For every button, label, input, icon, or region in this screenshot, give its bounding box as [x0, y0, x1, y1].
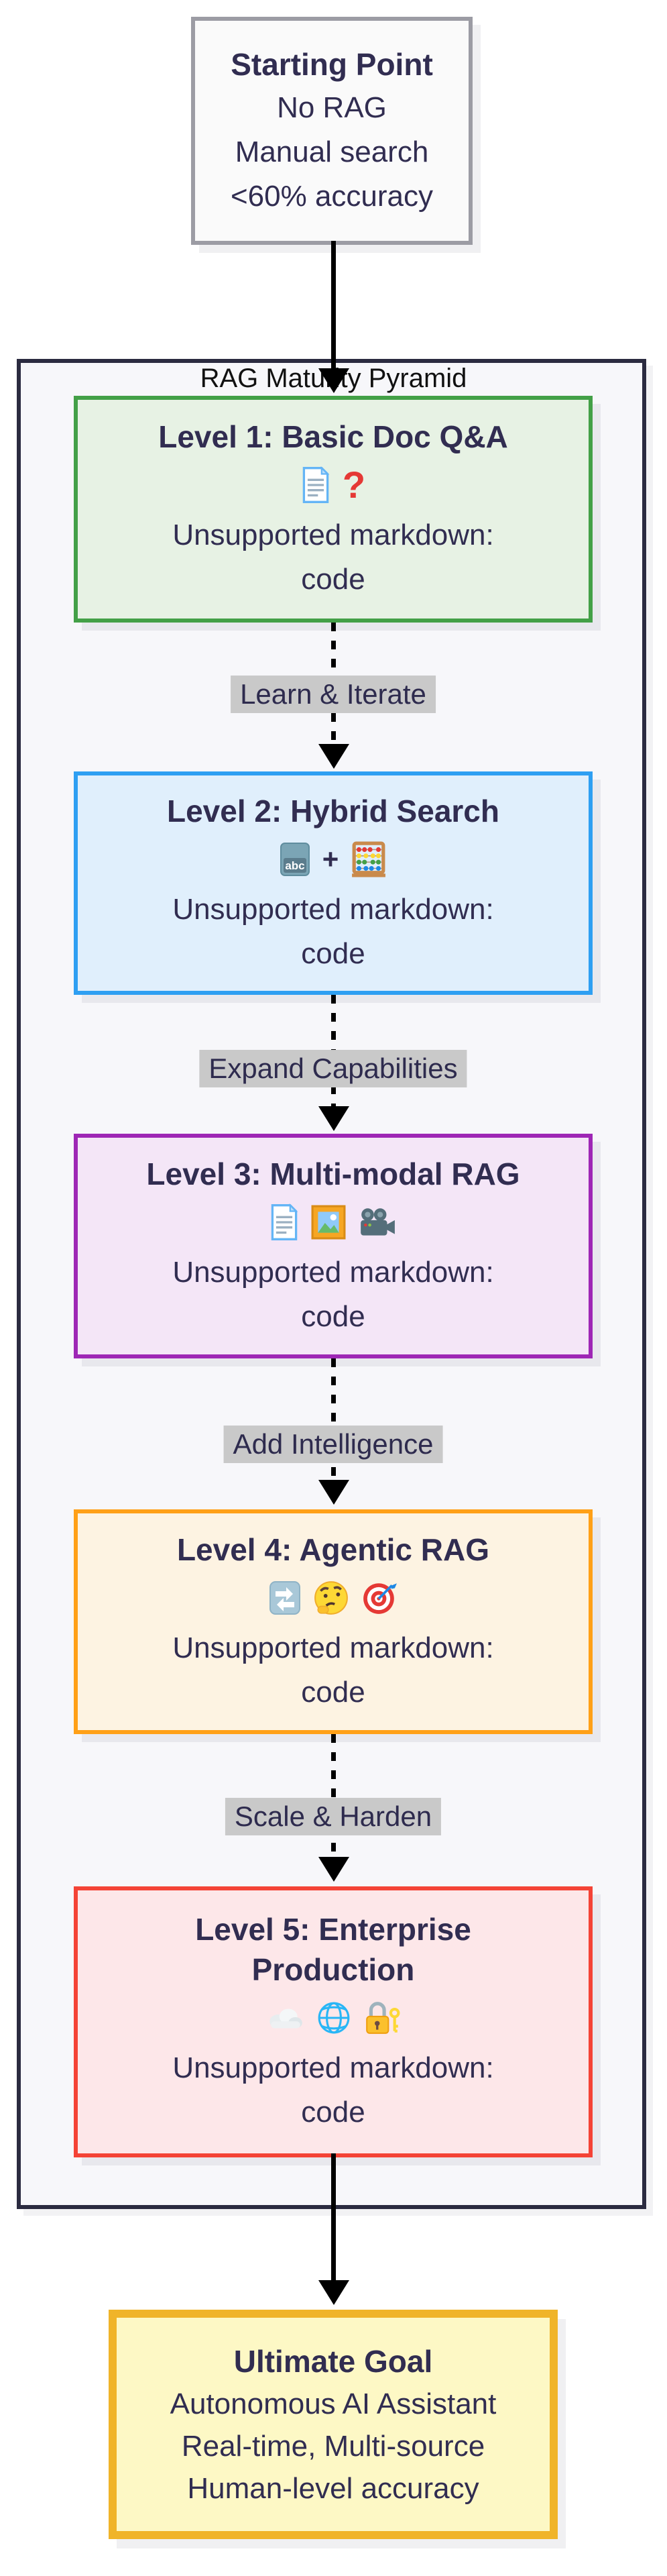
page-facing-up-icon — [301, 466, 330, 504]
level-4-node: Level 4: Agentic RAG Unsupported markdow… — [74, 1509, 593, 1734]
plus-sign: + — [322, 843, 339, 875]
starting-point-line: Manual search — [235, 136, 429, 168]
ultimate-goal-node: Ultimate Goal Autonomous AI Assistant Re… — [109, 2310, 558, 2539]
arrow-head-icon — [318, 368, 349, 393]
level-2-body-line: code — [301, 936, 365, 970]
globe-with-meridians-icon — [316, 2000, 351, 2035]
framed-picture-icon — [311, 1205, 346, 1240]
ultimate-goal-line: Real-time, Multi-source — [181, 2429, 485, 2463]
edge-label-scale-harden: Scale & Harden — [225, 1798, 442, 1835]
locked-with-key-icon — [363, 2000, 401, 2036]
level-1-node: Level 1: Basic Doc Q&A ? Unsupported mar… — [74, 396, 593, 623]
arrow-head-icon — [318, 1857, 349, 1882]
level-1-body-line: code — [301, 563, 365, 596]
arrow-head-icon — [318, 2280, 349, 2305]
edge-label-expand-capabilities: Expand Capabilities — [199, 1050, 467, 1087]
direct-hit-target-icon — [361, 1580, 398, 1616]
level-5-title: Level 5: Enterprise Production — [195, 1912, 471, 1987]
starting-point-title: Starting Point — [231, 47, 433, 82]
abc-input-icon: abc — [280, 842, 310, 877]
flow-arrow-line — [331, 2153, 336, 2282]
starting-point-line: No RAG — [277, 91, 387, 124]
arrow-head-icon — [318, 1106, 349, 1131]
level-2-body-line: Unsupported markdown: — [172, 892, 494, 926]
level-3-icon-row — [269, 1198, 397, 1246]
level-5-body-line: code — [301, 2096, 365, 2129]
arrow-head-icon — [318, 744, 349, 769]
level-1-title: Level 1: Basic Doc Q&A — [158, 419, 508, 454]
level-4-body-line: Unsupported markdown: — [172, 1631, 494, 1664]
level-2-icon-row: abc + — [280, 835, 387, 883]
movie-camera-icon — [358, 1207, 397, 1238]
flow-arrow-line — [331, 241, 336, 371]
ultimate-goal-line: Human-level accuracy — [187, 2471, 479, 2505]
level-4-icon-row — [269, 1574, 398, 1622]
page-facing-up-icon — [269, 1203, 299, 1241]
level-4-title: Level 4: Agentic RAG — [176, 1532, 490, 1567]
abacus-icon — [351, 841, 387, 877]
starting-point-node: Starting Point No RAG Manual search <60%… — [191, 17, 473, 245]
ultimate-goal-line: Autonomous AI Assistant — [170, 2387, 497, 2420]
dotted-connector — [331, 1358, 336, 1483]
ultimate-goal-title: Ultimate Goal — [233, 2343, 433, 2379]
level-3-body-line: Unsupported markdown: — [172, 1255, 494, 1289]
level-3-node: Level 3: Multi-modal RAG Unsupported mar… — [74, 1134, 593, 1358]
svg-text:abc: abc — [285, 859, 304, 872]
level-5-icon-row — [265, 1994, 401, 2042]
level-1-body-line: Unsupported markdown: — [172, 519, 494, 551]
level-5-body-line: Unsupported markdown: — [172, 2051, 494, 2084]
counterclockwise-arrows-icon — [269, 1580, 301, 1615]
starting-point-line: <60% accuracy — [230, 180, 434, 213]
level-4-body-line: code — [301, 1675, 365, 1709]
cloud-icon — [265, 2004, 304, 2031]
thinking-face-icon — [313, 1580, 349, 1616]
level-5-node: Level 5: Enterprise Production Unsupport… — [74, 1886, 593, 2157]
arrow-head-icon — [318, 1480, 349, 1505]
level-3-body-line: code — [301, 1299, 365, 1333]
edge-label-add-intelligence: Add Intelligence — [223, 1426, 443, 1463]
level-3-title: Level 3: Multi-modal RAG — [146, 1156, 520, 1191]
level-2-title: Level 2: Hybrid Search — [167, 793, 499, 828]
red-question-mark-icon: ? — [342, 464, 366, 506]
dotted-connector — [331, 1734, 336, 1858]
edge-label-learn-iterate: Learn & Iterate — [231, 676, 436, 713]
level-1-icon-row: ? — [301, 461, 365, 509]
level-2-node: Level 2: Hybrid Search abc + Unsupported… — [74, 771, 593, 995]
